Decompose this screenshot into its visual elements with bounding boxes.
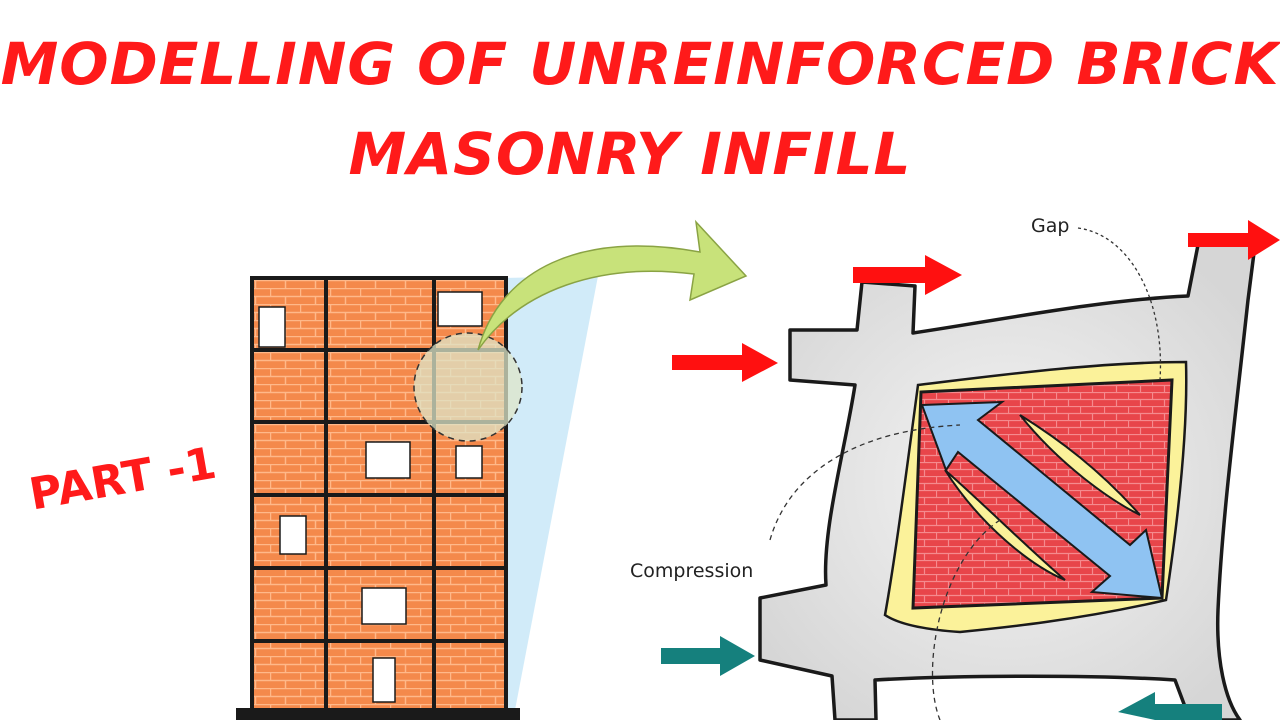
zoomed-panel <box>661 220 1280 720</box>
force-arrows-red <box>672 220 1280 382</box>
gap-label: Gap <box>1031 215 1070 237</box>
gap-leader-line <box>1077 227 1162 381</box>
zoom-circle <box>413 332 523 442</box>
compression-label: Compression <box>630 560 754 582</box>
building-elevation <box>236 219 748 720</box>
force-arrow-top-middle <box>853 255 962 295</box>
foundation <box>236 708 520 720</box>
reaction-arrow-left <box>661 636 755 676</box>
callout-arrow <box>477 219 748 351</box>
title-line-2: MASONRY INFILL <box>348 120 912 188</box>
compression-strut <box>920 400 1164 600</box>
lower-leader-line <box>931 519 1001 720</box>
compression-leader-line <box>769 424 961 541</box>
force-arrows-teal <box>661 636 1222 720</box>
force-arrow-left <box>672 343 778 382</box>
windows <box>258 291 483 703</box>
reaction-arrow-bottom <box>1118 692 1222 720</box>
callout-beam <box>505 276 598 710</box>
force-arrow-top-right <box>1188 220 1280 260</box>
crack-lower <box>944 469 1066 581</box>
crack-upper <box>1019 414 1141 516</box>
title-line-1: MODELLING OF UNREINFORCED BRICK <box>0 30 1280 98</box>
